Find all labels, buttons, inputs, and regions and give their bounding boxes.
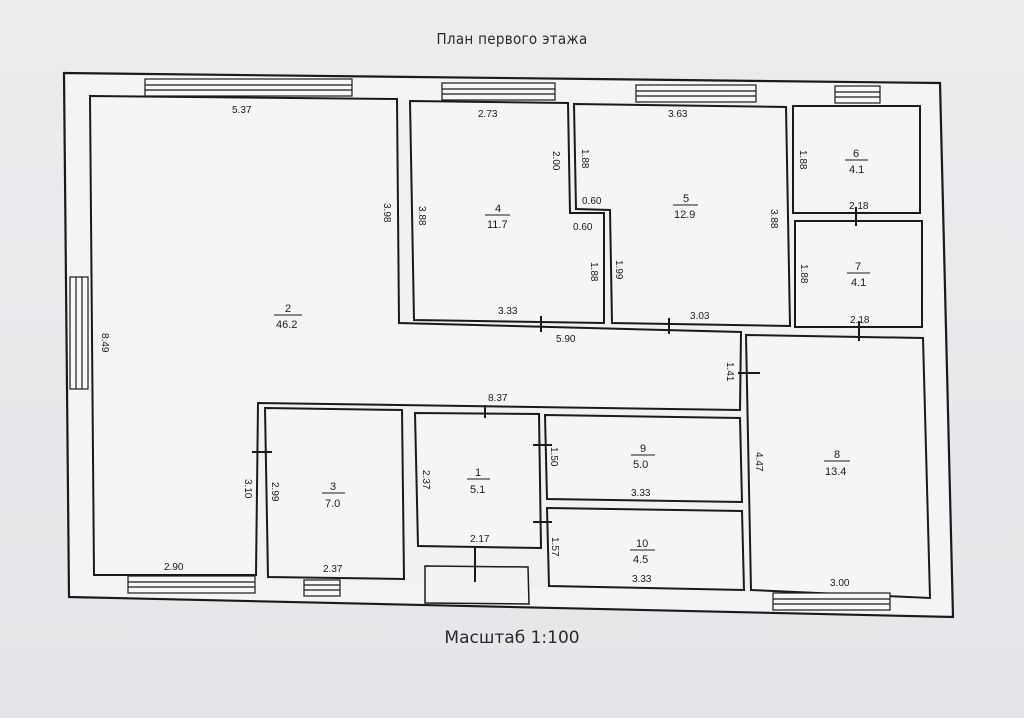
dim-room4-right-lower: 1.88 [588, 262, 599, 282]
dim-room4-left: 3.88 [416, 206, 427, 226]
dim-room7-left: 1.88 [798, 264, 809, 284]
dim-room9-left: 1.50 [548, 447, 559, 467]
room-label-6: 6 4.1 [845, 148, 868, 176]
room-9-number: 9 [640, 443, 646, 455]
room-6-number: 6 [853, 148, 859, 160]
window-top-room6 [834, 85, 881, 104]
room-label-4: 4 11.7 [485, 203, 510, 231]
dim-room8-top-left: 1.41 [724, 362, 735, 382]
entrance-porch [424, 565, 530, 605]
room-3-area: 7.0 [325, 498, 340, 510]
dim-room4-top: 2.73 [478, 109, 498, 120]
dim-room10-bottom: 3.33 [632, 574, 652, 585]
room-4-area: 11.7 [487, 219, 508, 231]
room-4-number: 4 [495, 203, 501, 215]
room-8-outline [744, 333, 932, 600]
dim-room8-left: 4.47 [753, 452, 764, 472]
dim-room10-left: 1.57 [549, 537, 560, 557]
room-9-outline [543, 413, 744, 504]
room-5-outline [572, 102, 792, 328]
dim-room5-top: 3.63 [668, 109, 688, 120]
room-2-area: 46.2 [276, 319, 297, 331]
dim-room4-notch: 0.60 [573, 222, 593, 233]
room-label-2: 2 46.2 [274, 303, 302, 331]
dim-room2-bottom: 2.90 [164, 562, 184, 573]
room-label-5: 5 12.9 [673, 193, 698, 221]
dim-room5-notch: 0.60 [582, 196, 602, 207]
dim-room5-right: 3.88 [768, 209, 779, 229]
dim-room2-right: 3.98 [381, 203, 392, 223]
room-4-outline [408, 99, 605, 325]
room-9-area: 5.0 [633, 459, 648, 471]
room-label-1: 1 5.1 [467, 467, 490, 496]
room-2-number: 2 [285, 303, 291, 315]
dim-room2-top: 5.37 [232, 105, 252, 116]
dim-room4-right-upper: 2.00 [550, 151, 561, 171]
room-label-10: 10 4.5 [630, 538, 655, 566]
dim-room5-left-upper: 1.88 [579, 149, 590, 169]
dim-room4-bottom: 3.33 [498, 306, 518, 317]
dim-room2-mid: 5.90 [556, 334, 576, 345]
window-bottom-room8 [772, 592, 891, 611]
room-10-area: 4.5 [633, 554, 648, 566]
window-left-room2 [69, 276, 89, 390]
room-labels: 2 46.2 4 11.7 5 12.9 6 4.1 7 [274, 148, 870, 566]
dim-room1-left: 2.37 [420, 470, 431, 490]
dim-room7-bottom: 2.18 [850, 315, 870, 326]
room-label-7: 7 4.1 [847, 261, 870, 289]
dim-room8-bottom: 3.00 [830, 578, 850, 589]
room-label-9: 9 5.0 [631, 443, 655, 471]
window-top-room2 [144, 78, 353, 97]
room-1-outline [413, 411, 543, 550]
room-8-area: 13.4 [825, 466, 846, 478]
dim-room5-bottom: 3.03 [690, 311, 710, 322]
room-6-area: 4.1 [849, 164, 864, 176]
room-7-outline [794, 220, 923, 328]
plan-title: План первого этажа [436, 30, 588, 48]
dim-room3-left-outer: 3.10 [242, 479, 253, 499]
room-3-number: 3 [330, 481, 336, 493]
window-bottom-room3 [303, 579, 341, 597]
dim-room2-lower: 8.37 [488, 393, 508, 404]
room-8-number: 8 [834, 449, 840, 461]
room-7-number: 7 [855, 261, 861, 273]
room-10-outline [545, 506, 746, 592]
room-1-area: 5.1 [470, 484, 485, 496]
dim-room5-left-lower: 1.99 [613, 260, 624, 280]
window-top-room4 [441, 82, 556, 101]
window-bottom-room2 [127, 575, 256, 594]
scale-label: Масштаб 1:100 [444, 628, 580, 648]
room-2-outline [88, 94, 743, 576]
room-label-8: 8 13.4 [824, 449, 850, 478]
room-1-number: 1 [475, 467, 481, 479]
dim-room6-left: 1.88 [797, 150, 808, 170]
room-label-3: 3 7.0 [322, 481, 345, 510]
window-top-room5 [635, 84, 757, 103]
room-5-number: 5 [683, 193, 689, 205]
room-7-area: 4.1 [851, 277, 866, 289]
dim-room3-left: 2.99 [269, 482, 280, 502]
dim-room3-bottom: 2.37 [323, 564, 343, 575]
room-10-number: 10 [636, 538, 648, 550]
dim-room9-bottom: 3.33 [631, 488, 651, 499]
room-5-area: 12.9 [674, 209, 695, 221]
dim-room6-bottom: 2.18 [849, 201, 869, 212]
dim-room1-bottom: 2.17 [470, 534, 490, 545]
dim-room2-left: 8.49 [99, 333, 110, 353]
